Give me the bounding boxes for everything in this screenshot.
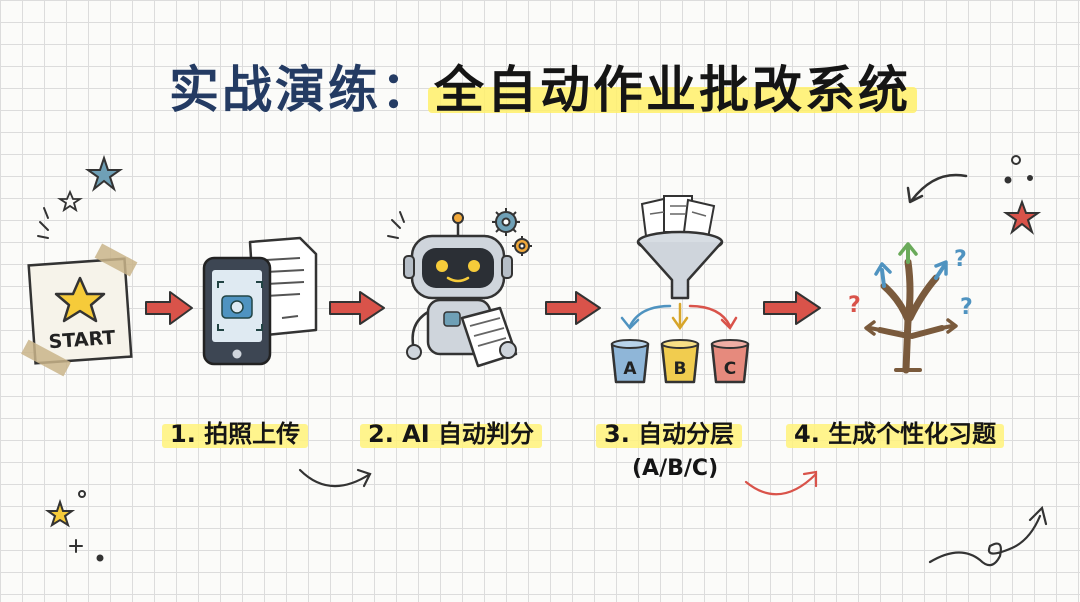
bucket-label: A bbox=[623, 359, 637, 379]
title-main: 全自动作业批改系统 bbox=[434, 61, 911, 119]
curved-arrow-icon bbox=[910, 173, 968, 202]
bucket-icon: A bbox=[610, 339, 650, 384]
step-1-label: 1. 拍照上传 bbox=[162, 414, 309, 449]
step-3-label: 3. 自动分层 bbox=[596, 414, 743, 449]
gear-icon bbox=[512, 236, 532, 256]
svg-text:?: ? bbox=[954, 247, 967, 272]
decor-star-red-icon bbox=[1002, 199, 1042, 235]
loop-squiggle-icon bbox=[928, 514, 1042, 567]
arrow-right-icon bbox=[763, 291, 821, 325]
bucket-icon: B bbox=[660, 339, 700, 384]
decor-sparkle-small-icon bbox=[69, 490, 104, 562]
squiggle-arrow-head-icon bbox=[802, 470, 818, 488]
arrow-right-icon bbox=[545, 291, 601, 325]
svg-text:?: ? bbox=[960, 295, 973, 320]
phone-camera-icon bbox=[202, 256, 272, 366]
start-card: START bbox=[21, 243, 138, 377]
squiggle-arrow-icon bbox=[298, 468, 372, 488]
branching-tree-icon bbox=[864, 242, 958, 374]
bucket-icon: C bbox=[710, 339, 750, 384]
arrow-right-icon bbox=[329, 291, 385, 325]
decor-sparkle-lines-icon bbox=[37, 207, 49, 239]
decor-star-outline-icon bbox=[57, 189, 83, 213]
curved-arrow-head-icon bbox=[906, 186, 924, 204]
step-3-sublabel: (A/B/C) bbox=[632, 456, 719, 481]
step-4-label: 4. 生成个性化习题 bbox=[786, 414, 1005, 449]
loop-squiggle-head-icon bbox=[1028, 505, 1048, 526]
star-icon bbox=[54, 276, 106, 323]
page-title: 实战演练：全自动作业批改系统 bbox=[0, 50, 1080, 130]
step-2-label: 2. AI 自动判分 bbox=[360, 414, 543, 449]
bucket-label: B bbox=[674, 359, 687, 379]
gear-icon bbox=[492, 208, 520, 236]
split-arrows-icon bbox=[620, 302, 738, 331]
title-prefix: 实战演练： bbox=[169, 61, 434, 119]
decor-star-icon bbox=[84, 154, 124, 192]
squiggle-arrow-icon bbox=[744, 472, 818, 496]
robot-icon bbox=[387, 211, 518, 368]
start-label: START bbox=[48, 327, 116, 354]
squiggle-arrow-head-icon bbox=[356, 468, 372, 488]
question-mark-icon: ? ? ? bbox=[848, 247, 973, 320]
svg-text:?: ? bbox=[848, 293, 861, 318]
funnel-icon bbox=[636, 195, 724, 300]
decor-dots-icon bbox=[1004, 155, 1033, 184]
bucket-label: C bbox=[724, 359, 736, 379]
arrow-right-icon bbox=[145, 291, 193, 325]
decor-star-yellow-icon bbox=[44, 498, 76, 528]
